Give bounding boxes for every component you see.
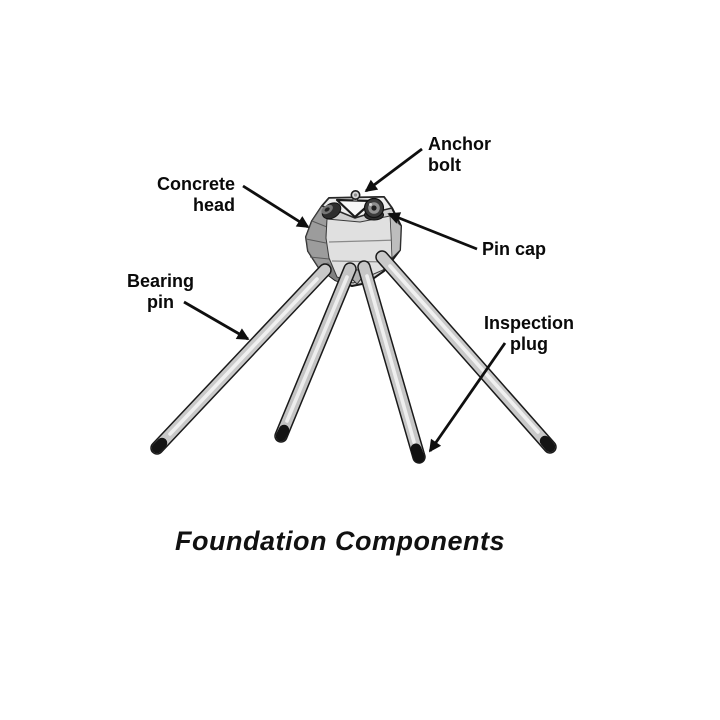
label-concrete-head-line2: head <box>192 194 235 215</box>
label-concrete-head-line1: Concrete <box>156 174 235 194</box>
pin-cap-arrow <box>387 212 478 251</box>
anchor-bolt-shape <box>350 190 361 202</box>
label-bearing-pin-line1: Bearing <box>126 271 195 291</box>
bearing-pin-leg-3-inspection-plug <box>357 260 426 464</box>
label-anchor-bolt-line2: bolt <box>428 154 461 175</box>
anchor-bolt-arrow <box>364 147 423 193</box>
bearing-pin-leg-2 <box>274 262 357 443</box>
figure-title: Foundation Components <box>175 526 505 556</box>
concrete-head-arrow <box>242 184 310 229</box>
bearing-pin-leg-4 <box>375 250 557 454</box>
label-pin-cap-line1: Pin cap <box>482 239 547 259</box>
bearing-pin-tip <box>151 437 168 454</box>
label-pin-cap: Pin cap <box>482 239 546 260</box>
label-inspection-plug-line2: plug <box>510 333 548 354</box>
inspection-plug-tip <box>410 443 425 463</box>
bearing-pin-leg-1 <box>150 263 332 455</box>
label-inspection-plug-line1: Inspection <box>483 313 574 333</box>
label-anchor-bolt: Anchor bolt <box>428 134 491 175</box>
label-inspection-plug: Inspection plug <box>479 313 579 354</box>
label-anchor-bolt-line1: Anchor <box>428 134 491 154</box>
bearing-pin-tip <box>275 424 290 442</box>
label-bearing-pin-line2: pin <box>147 291 174 312</box>
inspection-plug-arrow <box>428 342 507 453</box>
pin-cap-right-shape <box>363 197 385 221</box>
bearing-pin-arrow <box>183 300 250 341</box>
pin-cap-left-shape <box>321 202 342 220</box>
bearing-pin-tip <box>539 435 556 453</box>
label-bearing-pin: Bearing pin <box>118 271 203 312</box>
label-concrete-head: Concrete head <box>145 174 235 215</box>
